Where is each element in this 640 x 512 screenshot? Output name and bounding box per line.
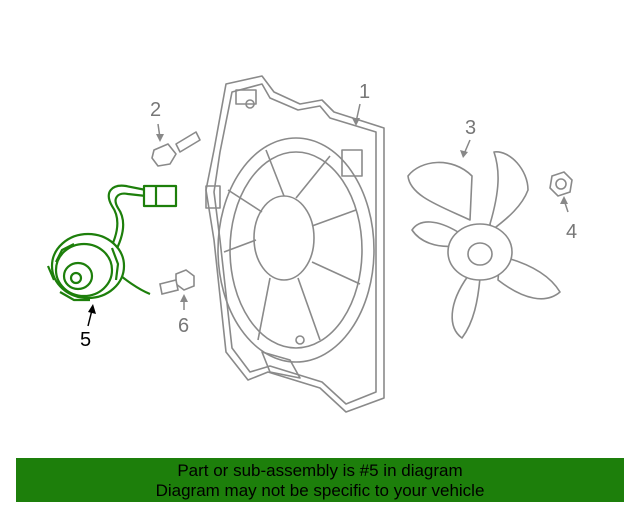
callout-1[interactable]: 1 <box>359 81 371 103</box>
notice-banner: Part or sub-assembly is #5 in diagram Di… <box>16 458 624 502</box>
leader-arrow-5 <box>87 304 96 327</box>
bolt-part-6 <box>159 269 195 295</box>
callout-2[interactable]: 2 <box>150 99 162 121</box>
notice-line-1: Part or sub-assembly is #5 in diagram <box>177 461 463 480</box>
callout-5[interactable]: 5 <box>80 329 92 351</box>
callout-3[interactable]: 3 <box>465 117 477 139</box>
fan-blade <box>407 151 561 339</box>
callout-6[interactable]: 6 <box>178 315 190 337</box>
leader-arrows <box>156 103 569 310</box>
fan-shroud <box>205 75 385 413</box>
nut-part-4 <box>549 171 573 197</box>
parts-diagram <box>46 75 573 413</box>
notice-line-2: Diagram may not be specific to your vehi… <box>155 481 485 500</box>
fan-motor-part-5[interactable] <box>46 184 178 302</box>
callout-4[interactable]: 4 <box>566 221 578 243</box>
bolt-part-2 <box>151 131 201 167</box>
